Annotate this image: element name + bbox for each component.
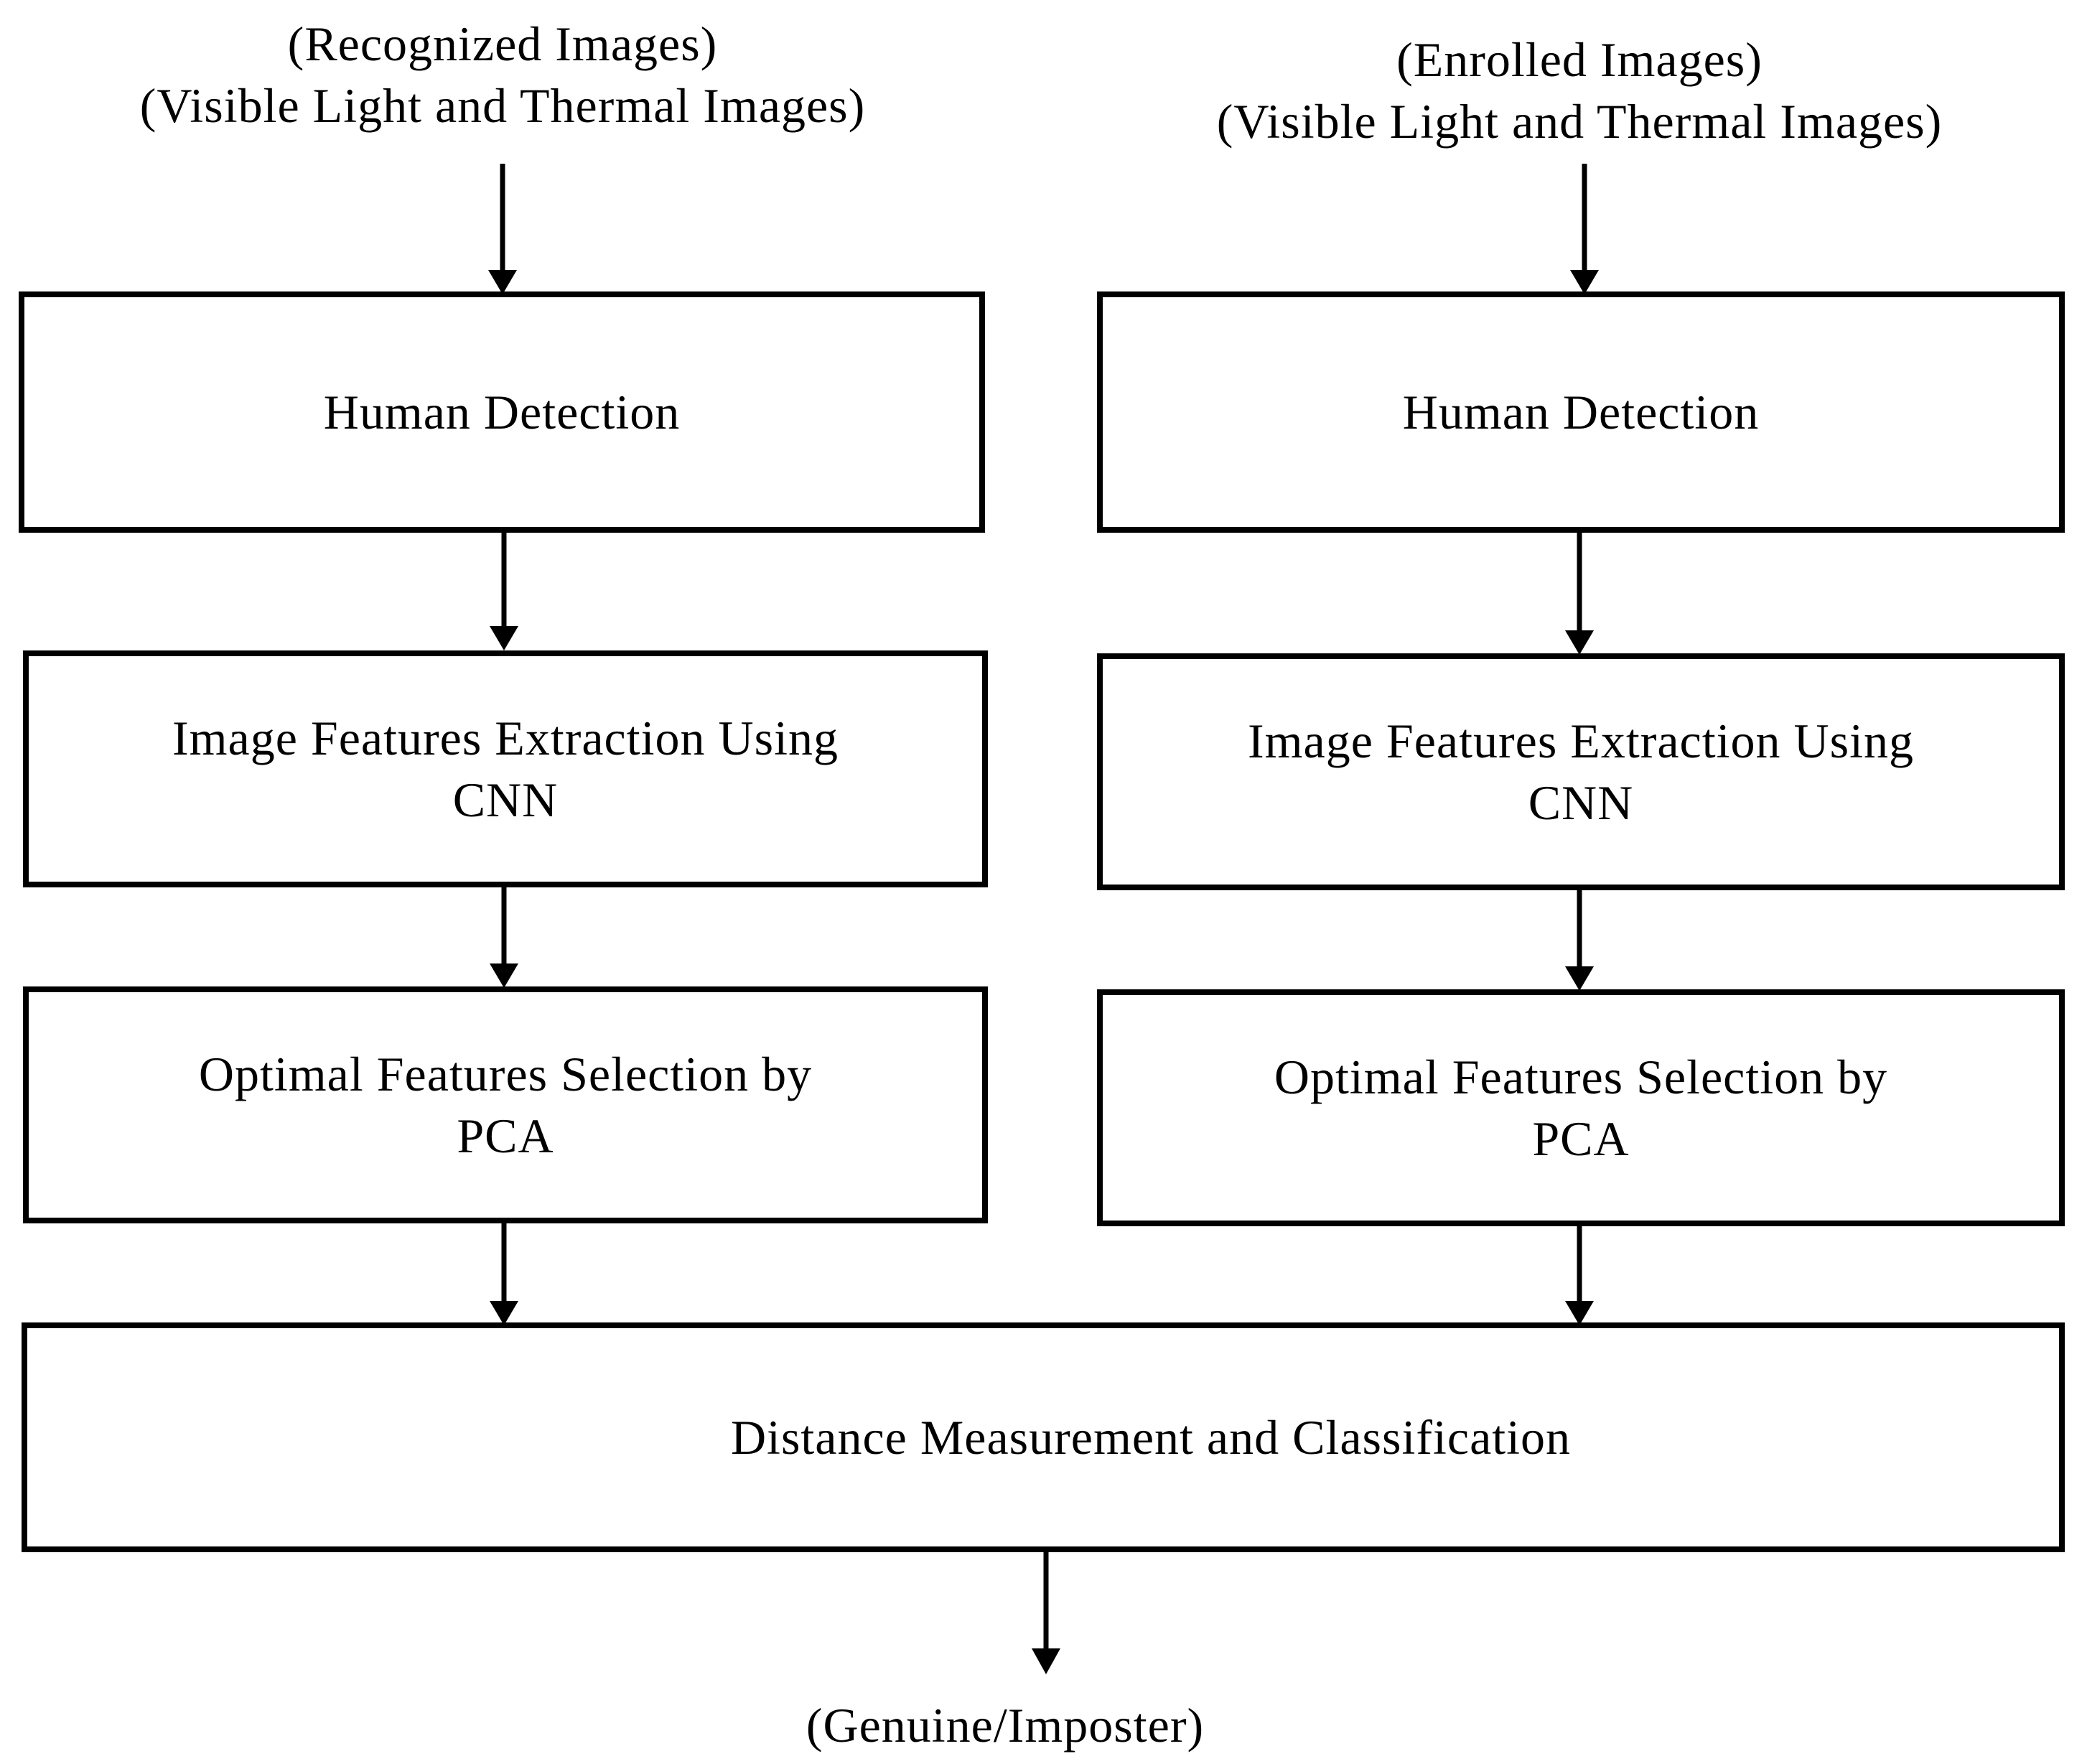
left-feature-extraction-label: Image Features Extraction Using [172, 711, 839, 765]
arrowhead-left-select [490, 1301, 518, 1325]
arrowhead-right-extract [1565, 966, 1594, 991]
right-human-detection-label: Human Detection [1402, 385, 1760, 439]
right-input-subtitle: (Visible Light and Thermal Images) [1216, 94, 1943, 149]
left-feature-extraction-box: Image Features Extraction Using CNN [23, 650, 988, 887]
left-feature-selection-box: Optimal Features Selection by PCA [23, 986, 988, 1223]
left-human-detection-label: Human Detection [323, 385, 681, 439]
arrowhead-left-detect [490, 626, 518, 650]
left-input-subtitle: (Visible Light and Thermal Images) [139, 78, 866, 133]
left-human-detection-box: Human Detection [19, 291, 985, 533]
left-input-label: (Recognized Images) (Visible Light and T… [0, 13, 1005, 136]
left-feature-extraction-method: CNN [452, 773, 559, 827]
arrowhead-right-select [1565, 1301, 1594, 1325]
arrowhead-output [1032, 1648, 1060, 1674]
right-feature-extraction-label: Image Features Extraction Using [1248, 714, 1914, 768]
arrowhead-left-extract [490, 963, 518, 988]
right-feature-extraction-box: Image Features Extraction Using CNN [1097, 653, 2065, 890]
distance-classification-label: Distance Measurement and Classification [730, 1410, 1572, 1465]
left-feature-selection-label: Optimal Features Selection by [198, 1047, 813, 1101]
right-feature-selection-method: PCA [1532, 1111, 1630, 1166]
right-input-title: (Enrolled Images) [1396, 32, 1763, 87]
arrowhead-left-input [488, 270, 517, 294]
distance-classification-box: Distance Measurement and Classification [22, 1322, 2065, 1552]
right-human-detection-box: Human Detection [1097, 291, 2065, 533]
arrowhead-right-input [1570, 270, 1599, 294]
right-feature-extraction-method: CNN [1528, 775, 1634, 830]
right-feature-selection-box: Optimal Features Selection by PCA [1097, 989, 2065, 1226]
output-label: (Genuine/Imposter) [806, 1698, 1205, 1753]
arrowhead-right-detect [1565, 630, 1594, 655]
right-feature-selection-label: Optimal Features Selection by [1274, 1050, 1888, 1104]
right-input-label: (Enrolled Images) (Visible Light and The… [1077, 29, 2082, 152]
left-feature-selection-method: PCA [457, 1109, 554, 1163]
left-input-title: (Recognized Images) [287, 17, 718, 71]
